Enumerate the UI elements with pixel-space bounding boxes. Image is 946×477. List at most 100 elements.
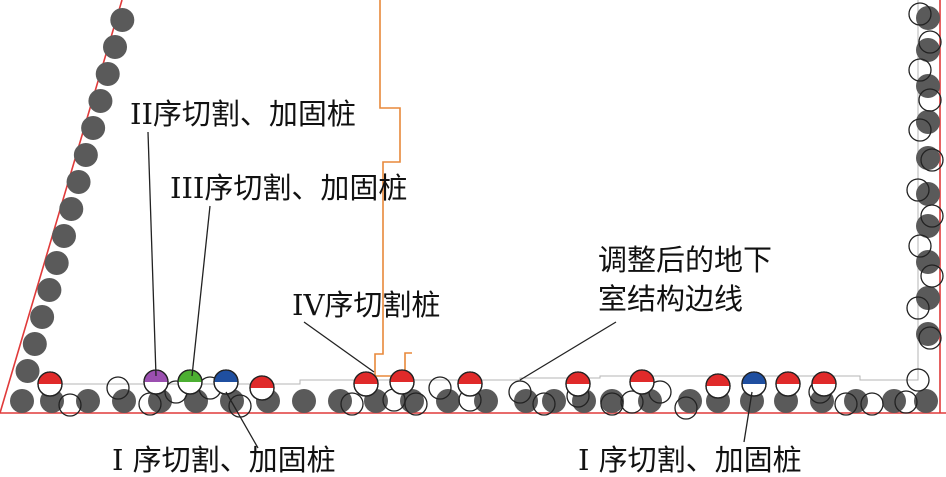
hollow-pile xyxy=(532,392,556,416)
pile-group xyxy=(10,2,944,420)
phase2-purple-pile-fill xyxy=(144,370,168,382)
leader-phase1-left xyxy=(225,391,259,449)
phase3-green-pile-fill xyxy=(178,370,202,382)
phase1-red-pile-fill xyxy=(812,372,836,384)
phase1-red-pile-outline xyxy=(775,371,801,397)
gray-pile xyxy=(59,197,84,221)
hollow-pile xyxy=(860,392,884,416)
hollow-pile xyxy=(340,392,364,416)
gray-pile xyxy=(15,359,40,383)
label-phase1-left: I 序切割、加固桩 xyxy=(112,443,336,477)
gray-pile xyxy=(638,389,662,413)
hollow-pile xyxy=(906,178,930,202)
adjusted-structure-line xyxy=(40,0,919,385)
hollow-pile xyxy=(674,396,698,420)
hollow-pile xyxy=(906,296,930,320)
hollow-pile xyxy=(428,376,452,400)
gray-pile xyxy=(436,389,460,413)
gray-pile xyxy=(678,389,702,413)
phase1-red-pile-outline xyxy=(705,373,731,399)
gray-pile xyxy=(44,251,69,275)
gray-pile xyxy=(916,6,940,30)
phase1-red-pile-fill xyxy=(354,372,378,384)
hollow-pile xyxy=(58,393,82,417)
phase1-red-pile-fill xyxy=(390,370,414,382)
gray-pile xyxy=(51,224,76,248)
phase1-red-pile-outline xyxy=(37,371,63,397)
phase3-green-pile-outline xyxy=(177,369,203,395)
phase1-red-pile-fill xyxy=(566,372,590,384)
phase1-red-pile-outline xyxy=(457,371,483,397)
phase1-red-pile-outline xyxy=(353,371,379,397)
phase1-red-pile-outline xyxy=(389,369,415,395)
phase1-red-pile-outline xyxy=(565,371,591,397)
gray-pile xyxy=(30,305,55,329)
gray-pile xyxy=(95,62,120,86)
leader-phase1-right xyxy=(743,391,753,443)
gray-pile xyxy=(916,250,940,274)
leader-phase3 xyxy=(191,205,211,377)
phase1-red-pile-outline xyxy=(811,371,837,397)
hollow-pile xyxy=(918,30,942,54)
hollow-pile xyxy=(620,390,644,414)
gray-pile xyxy=(66,170,91,194)
gray-pile xyxy=(73,143,98,167)
hollow-pile xyxy=(908,2,932,26)
hollow-pile xyxy=(906,368,930,392)
phase1-red-pile-outline xyxy=(249,375,275,401)
hollow-pile xyxy=(508,380,532,404)
phase1-red-pile-fill xyxy=(630,370,654,382)
gray-pile xyxy=(916,38,940,62)
hollow-pile xyxy=(918,326,942,350)
label-phase1-right: I 序切割、加固桩 xyxy=(578,443,802,477)
phase1-red-pile-fill xyxy=(38,372,62,384)
gray-pile xyxy=(81,116,106,140)
gray-pile xyxy=(88,89,113,113)
hollow-pile xyxy=(920,148,944,172)
excavation-boundary xyxy=(0,0,946,414)
hollow-pile xyxy=(600,392,624,416)
hollow-pile xyxy=(834,392,858,416)
phase1-red-pile-outline xyxy=(629,369,655,395)
label-phase2: II序切割、加固桩 xyxy=(130,97,356,131)
gray-pile xyxy=(22,332,47,356)
label-phase4: IV序切割桩 xyxy=(292,288,440,322)
gray-pile xyxy=(328,389,352,413)
hollow-pile xyxy=(894,390,918,414)
phase1-blue-pile-outline xyxy=(741,371,767,397)
label-phase3: III序切割、加固桩 xyxy=(170,171,407,205)
phase1-red-pile-fill xyxy=(250,376,274,388)
gray-pile xyxy=(37,278,62,302)
phase1-blue-pile-fill xyxy=(742,372,766,384)
gray-pile xyxy=(882,389,906,413)
phase1-blue-pile-outline xyxy=(213,369,239,395)
phase1-blue-pile-fill xyxy=(214,370,238,382)
gray-pile xyxy=(76,389,100,413)
gray-pile xyxy=(110,8,135,32)
label-adjusted-boundary-line2: 室结构边线 xyxy=(598,282,743,316)
hollow-pile xyxy=(908,118,932,142)
gray-pile xyxy=(916,286,940,310)
leader-adjusted-boundary xyxy=(519,321,617,381)
gray-pile xyxy=(10,389,34,413)
leader-phase4 xyxy=(303,321,375,373)
hollow-pile xyxy=(404,392,428,416)
hollow-pile xyxy=(920,264,944,288)
hollow-pile xyxy=(920,204,944,228)
phase1-red-pile-fill xyxy=(706,374,730,386)
gray-pile xyxy=(112,389,136,413)
gray-pile xyxy=(292,389,316,413)
hollow-pile xyxy=(106,376,130,400)
hollow-pile xyxy=(918,88,942,112)
leader-phase2 xyxy=(147,131,157,377)
hollow-pile xyxy=(908,234,932,258)
gray-pile xyxy=(103,35,128,59)
gray-pile xyxy=(914,389,938,413)
phase1-red-pile-fill xyxy=(776,372,800,384)
phase1-red-pile-fill xyxy=(458,372,482,384)
hollow-pile xyxy=(908,58,932,82)
label-adjusted-boundary-line1: 调整后的地下 xyxy=(598,243,772,277)
leader-lines xyxy=(147,131,753,449)
